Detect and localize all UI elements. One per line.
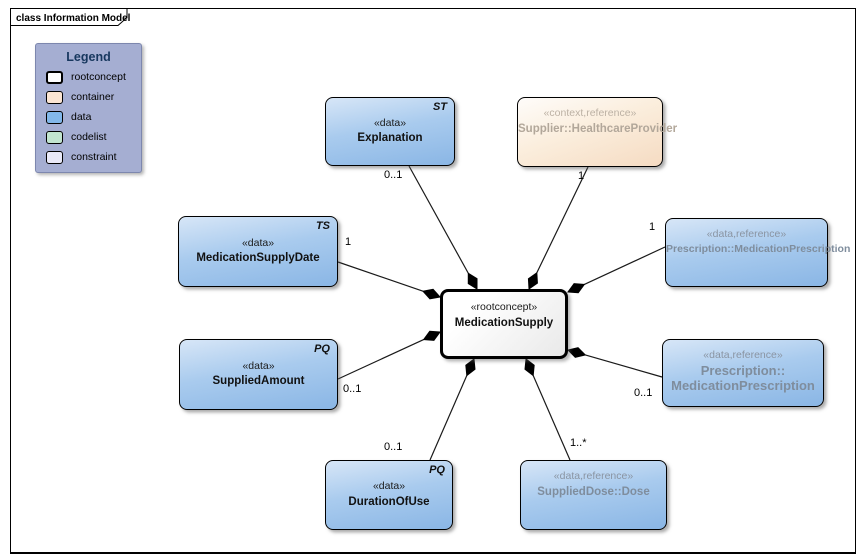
legend-label: rootconcept [71, 71, 126, 83]
node-name: DurationOfUse [348, 495, 430, 508]
container-swatch [46, 90, 63, 104]
type-code: PQ [314, 343, 330, 355]
node-name-line1: Prescription:: [700, 362, 786, 378]
stereotype: «data,reference» [553, 470, 634, 482]
constraint-swatch [46, 150, 63, 164]
node-name-line2: MedicationPrescription [671, 377, 815, 393]
type-code: PQ [429, 464, 445, 476]
node-supplied-amount[interactable]: PQ «data» SuppliedAmount [179, 339, 338, 410]
legend-item-rootconcept: rootconcept [46, 70, 141, 84]
multiplicity-supplied-dose: 1..* [570, 437, 587, 449]
stereotype: «data» [241, 236, 275, 249]
legend-item-data: data [46, 110, 141, 124]
stereotype: «data,reference» [706, 228, 787, 240]
node-name: Prescription::MedicationPrescription [666, 242, 851, 255]
multiplicity-supplied-amount: 0..1 [343, 383, 362, 395]
stereotype: «data,reference» [703, 349, 783, 361]
stereotype: «rootconcept» [470, 301, 538, 313]
multiplicity-explanation: 0..1 [384, 169, 403, 181]
legend-label: constraint [71, 151, 117, 163]
type-code: ST [432, 101, 447, 113]
node-medication-supply-root[interactable]: «rootconcept» MedicationSupply [440, 289, 568, 359]
diagram-border [10, 8, 856, 554]
multiplicity-prescription-bottom: 0..1 [634, 387, 653, 399]
legend-label: codelist [71, 131, 107, 143]
stereotype: «context,reference» [543, 107, 637, 119]
node-name: SuppliedAmount [212, 375, 305, 388]
node-prescription-bottom[interactable]: «data,reference» Prescription:: Medicati… [662, 339, 824, 407]
node-name: SuppliedDose::Dose [537, 485, 650, 498]
multiplicity-prescription-top: 1 [649, 221, 656, 233]
node-name: MedicationSupply [454, 316, 554, 329]
stereotype: «data» [372, 480, 406, 493]
legend-item-container: container [46, 90, 141, 104]
legend-panel: Legend rootconcept container data codeli… [35, 43, 142, 173]
legend-item-constraint: constraint [46, 150, 141, 164]
node-supplied-dose[interactable]: «data,reference» SuppliedDose::Dose [520, 460, 667, 530]
stereotype: «data» [242, 359, 275, 372]
legend-label: data [71, 111, 92, 123]
data-swatch [46, 110, 63, 124]
node-name: MedicationSupplyDate [196, 252, 320, 265]
multiplicity-supplier: 1 [578, 170, 585, 182]
diagram-tab-shape [10, 8, 128, 26]
node-medication-supply-date[interactable]: TS «data» MedicationSupplyDate [178, 216, 338, 287]
rootconcept-swatch [46, 70, 63, 84]
node-supplier-healthcareprovider[interactable]: «context,reference» Supplier::Healthcare… [517, 97, 678, 167]
multiplicity-medication-supply-date: 1 [345, 236, 352, 248]
codelist-swatch [46, 130, 63, 144]
node-name: Supplier::HealthcareProvider [518, 122, 678, 135]
legend-title: Legend [66, 50, 111, 64]
node-explanation[interactable]: ST «data» Explanation [325, 97, 455, 166]
node-duration-of-use[interactable]: PQ «data» DurationOfUse [325, 460, 453, 530]
diagram-tab: class Information Model [10, 8, 131, 26]
type-code: TS [315, 220, 330, 232]
node-prescription-top[interactable]: «data,reference» Prescription::Medicatio… [665, 218, 851, 287]
legend-label: container [71, 91, 115, 103]
multiplicity-duration-of-use: 0..1 [384, 441, 403, 453]
node-name: Explanation [357, 132, 423, 145]
legend-item-codelist: codelist [46, 130, 141, 144]
diagram-tab-label: class Information Model [16, 13, 131, 24]
stereotype: «data» [373, 116, 407, 129]
